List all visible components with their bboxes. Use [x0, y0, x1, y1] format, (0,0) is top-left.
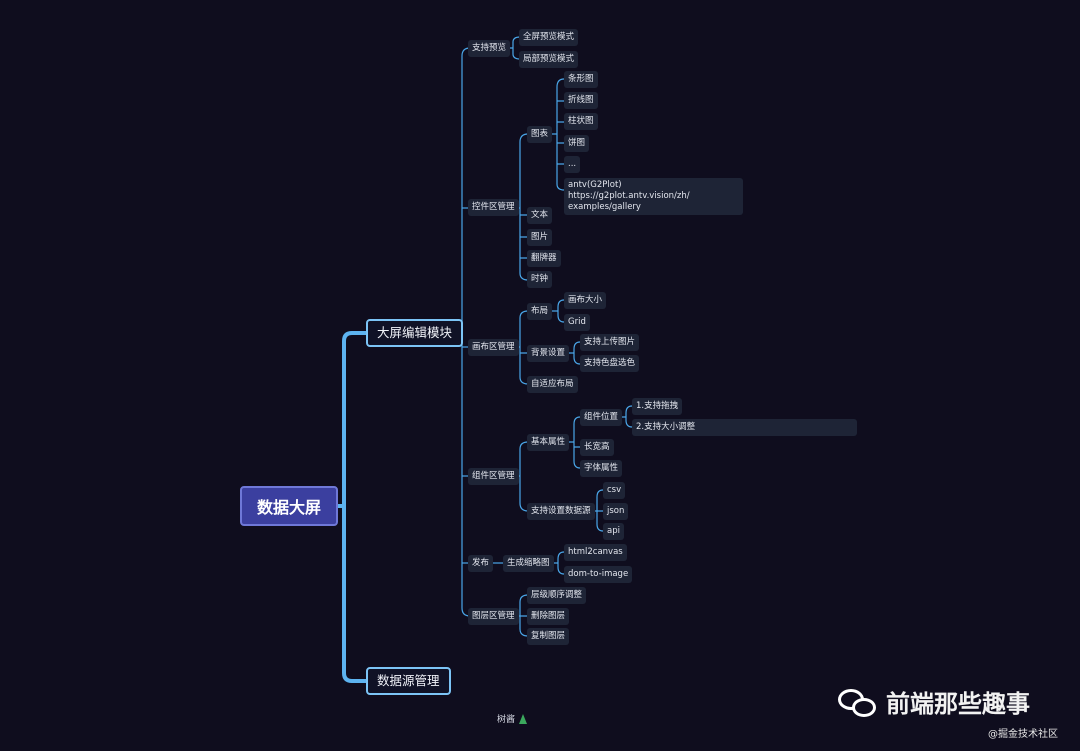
node-size[interactable]: 长宽高 [580, 439, 614, 456]
link-position-children [620, 405, 633, 428]
node-position[interactable]: 组件位置 [580, 409, 623, 426]
node-charts[interactable]: 图表 [527, 126, 553, 143]
node-column-chart[interactable]: 柱状图 [564, 113, 598, 130]
link-preview-children [508, 36, 521, 60]
node-layer-order[interactable]: 层级顺序调整 [527, 587, 587, 604]
node-preview[interactable]: 支持预览 [468, 40, 511, 57]
node-dom-to-image[interactable]: dom-to-image [564, 566, 633, 583]
node-resize[interactable]: 2.支持大小调整 [632, 419, 857, 436]
footer-brand: 树酱 [497, 712, 528, 725]
node-more-charts[interactable]: ... [564, 156, 581, 173]
topic-data-source[interactable]: 数据源管理 [366, 667, 451, 695]
node-font[interactable]: 字体属性 [580, 460, 623, 477]
node-adaptive-layout[interactable]: 自适应布局 [527, 376, 578, 393]
node-bar-chart[interactable]: 条形图 [564, 71, 598, 88]
node-basic-props[interactable]: 基本属性 [527, 434, 570, 451]
node-thumbnail[interactable]: 生成缩略图 [503, 555, 554, 572]
node-canvas-size[interactable]: 画布大小 [564, 292, 607, 309]
topic-screen-editor[interactable]: 大屏编辑模块 [366, 319, 464, 347]
watermark-title: 前端那些趣事 [886, 690, 1030, 718]
node-line-chart[interactable]: 折线图 [564, 92, 598, 109]
watermark: 前端那些趣事 [838, 684, 1030, 719]
node-layout[interactable]: 布局 [527, 303, 553, 320]
node-component-mgmt[interactable]: 组件区管理 [468, 468, 519, 485]
node-html2canvas[interactable]: html2canvas [564, 544, 627, 561]
node-grid[interactable]: Grid [564, 314, 590, 331]
node-preview-part[interactable]: 局部预览模式 [519, 51, 579, 68]
node-flipper[interactable]: 翻牌器 [527, 250, 561, 267]
node-color-picker[interactable]: 支持色盘选色 [580, 355, 640, 372]
footer-brand-label: 树酱 [497, 715, 516, 725]
node-canvas-mgmt[interactable]: 画布区管理 [468, 339, 519, 356]
node-layer-copy[interactable]: 复制图层 [527, 628, 570, 645]
node-publish[interactable]: 发布 [468, 555, 494, 572]
link-bg-children [568, 341, 581, 365]
node-csv[interactable]: csv [603, 482, 626, 499]
node-image[interactable]: 图片 [527, 229, 553, 246]
link-root-to-datasource [342, 506, 366, 683]
wechat-icon [838, 685, 878, 719]
node-json[interactable]: json [603, 503, 629, 520]
node-upload-image[interactable]: 支持上传图片 [580, 334, 640, 351]
watermark-sub: @掘金技术社区 [988, 729, 1058, 740]
node-pie-chart[interactable]: 饼图 [564, 135, 590, 152]
link-layout-children [552, 299, 565, 323]
node-layers[interactable]: 图层区管理 [468, 608, 519, 625]
node-clock[interactable]: 时钟 [527, 271, 553, 288]
node-datasource-setting[interactable]: 支持设置数据源 [527, 503, 595, 520]
root-node[interactable]: 数据大屏 [240, 486, 338, 526]
node-antv-link[interactable]: antv(G2Plot) https://g2plot.antv.vision/… [564, 178, 743, 215]
link-root-to-editor [342, 331, 366, 506]
tree-icon [519, 713, 528, 724]
node-layer-delete[interactable]: 删除图层 [527, 608, 570, 625]
node-drag[interactable]: 1.支持拖拽 [632, 398, 683, 415]
node-api[interactable]: api [603, 523, 624, 540]
node-widgets[interactable]: 控件区管理 [468, 199, 519, 216]
link-charts-children [551, 78, 565, 191]
link-thumbnail-children [552, 551, 565, 575]
node-bg-settings[interactable]: 背景设置 [527, 345, 570, 362]
node-preview-full[interactable]: 全屏预览模式 [519, 29, 579, 46]
node-text[interactable]: 文本 [527, 207, 553, 224]
link-basic-props-children [567, 416, 581, 469]
